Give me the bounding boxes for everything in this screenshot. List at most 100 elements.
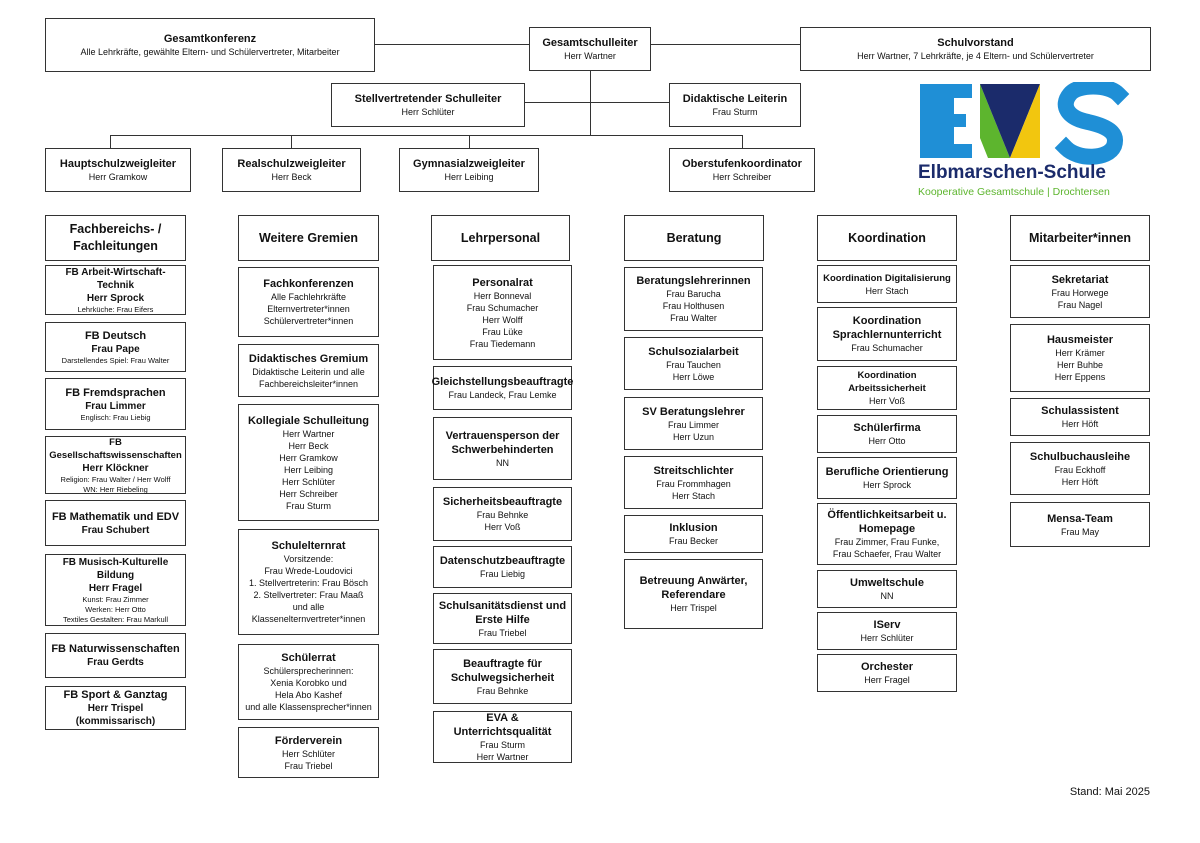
gremium-box: Förderverein Herr Schlüter Frau Triebel bbox=[238, 727, 379, 778]
header-label: Mitarbeiter*innen bbox=[1028, 230, 1132, 245]
koord-box: Koordination Digitalisierung Herr Stach bbox=[817, 265, 957, 303]
lp-title: EVA & Unterrichtsqualität bbox=[453, 712, 552, 738]
ma-title: Schulassistent bbox=[1041, 405, 1119, 417]
fb-note: Englisch: Frau Liebig bbox=[80, 412, 151, 422]
header-lehrpersonal: Lehrpersonal bbox=[431, 215, 570, 261]
ma-title: Schulbuchausleihe bbox=[1029, 450, 1131, 463]
connector-zweig-3 bbox=[469, 135, 470, 148]
ma-title: Hausmeister bbox=[1046, 334, 1114, 346]
koord-box: Umweltschule NN bbox=[817, 570, 957, 608]
koord-box: Koordination Sprachlernunterricht Frau S… bbox=[817, 307, 957, 361]
koord-title: Umweltschule bbox=[850, 577, 924, 589]
header-label: Lehrpersonal bbox=[460, 230, 541, 245]
fb-box: FB Deutsch Frau Pape Darstellendes Spiel… bbox=[45, 322, 186, 372]
fb-lead: Herr Trispel (kommissarisch) bbox=[75, 703, 156, 727]
lp-title: Personalrat bbox=[472, 276, 533, 289]
gremium-line: Frau Triebel bbox=[284, 760, 333, 771]
beratung-line: Frau Tauchen bbox=[666, 359, 721, 370]
connector-zweig-4 bbox=[742, 135, 743, 148]
koord-box: Berufliche Orientierung Herr Sprock bbox=[817, 457, 957, 499]
beratung-box: Streitschlichter Frau Frommhagen Herr St… bbox=[624, 456, 763, 509]
fb-title: FB Naturwissenschaften bbox=[51, 643, 180, 655]
beratung-line: Frau Walter bbox=[670, 313, 717, 323]
lp-box: Sicherheitsbeauftragte Frau Behnke Herr … bbox=[433, 487, 572, 541]
lp-box: Vertrauensperson der Schwerbehinderten N… bbox=[433, 417, 572, 480]
lp-line: Frau Landeck, Frau Lemke bbox=[448, 390, 557, 400]
koord-line: Frau Zimmer, Frau Funke, bbox=[834, 537, 940, 547]
fb-box: FB Mathematik und EDV Frau Schubert bbox=[45, 500, 186, 546]
fb-title: FB Musisch-Kulturelle Bildung bbox=[62, 556, 169, 581]
gesamtschulleiter-title: Gesamtschulleiter bbox=[542, 37, 638, 49]
gremium-line: Alle Fachlehrkräfte bbox=[270, 292, 347, 302]
gremium-line: Herr Schreiber bbox=[279, 488, 338, 499]
schulvorstand-title: Schulvorstand bbox=[937, 37, 1014, 49]
zweig-sub: Herr Leibing bbox=[444, 172, 494, 182]
koord-title: IServ bbox=[873, 619, 901, 631]
gesamtkonferenz-title: Gesamtkonferenz bbox=[163, 33, 257, 45]
gremium-line: und alle Klassensprecher*innen bbox=[245, 702, 372, 712]
gremium-line: Herr Beck bbox=[288, 440, 329, 451]
connector-zweige-h bbox=[110, 135, 743, 136]
koord-title: Orchester bbox=[861, 661, 913, 673]
lp-title: Vertrauensperson der Schwerbehinderten bbox=[445, 429, 560, 456]
lp-box: Datenschutzbeauftragte Frau Liebig bbox=[433, 546, 572, 588]
beratung-line: Frau Frommhagen bbox=[656, 478, 731, 489]
lp-title: Datenschutzbeauftragte bbox=[439, 555, 566, 567]
lp-title: Sicherheitsbeauftragte bbox=[442, 496, 563, 508]
gremium-line: Klassenelternvertreter*innen bbox=[251, 614, 366, 624]
schulvorstand-sub: Herr Wartner, 7 Lehrkräfte, je 4 Eltern-… bbox=[857, 51, 1094, 61]
fb-lead: Frau Gerdts bbox=[87, 657, 144, 668]
koord-title: Koordination Sprachlernunterricht bbox=[832, 315, 942, 341]
lp-line: Frau Behnke bbox=[476, 685, 529, 696]
ma-title: Sekretariat bbox=[1051, 273, 1109, 286]
ma-line: Herr Eppens bbox=[1054, 372, 1106, 382]
fb-lead: Herr Klöckner bbox=[82, 462, 149, 474]
logo-name: Elbmarschen-Schule bbox=[918, 162, 1106, 183]
lp-line: Frau Triebel bbox=[478, 627, 527, 638]
gremium-box: Didaktisches Gremium Didaktische Leiteri… bbox=[238, 344, 379, 397]
fb-box: FB Arbeit-Wirtschaft-Technik Herr Sprock… bbox=[45, 265, 186, 315]
koord-line: Herr Stach bbox=[865, 285, 909, 296]
lp-line: Frau Tiedemann bbox=[469, 338, 536, 349]
koord-line: Herr Voß bbox=[868, 396, 905, 406]
koord-title: Koordination Arbeitssicherheit bbox=[848, 370, 926, 394]
koord-title: Öffentlichkeitsarbeit u. Homepage bbox=[827, 509, 947, 535]
ma-line: Herr Buhbe bbox=[1056, 360, 1104, 370]
gremium-box: Schülerrat Schülersprecherinnen: Xenia K… bbox=[238, 644, 379, 720]
gremium-line: Fachbereichsleiter*innen bbox=[258, 378, 359, 389]
lp-line: Frau Liebig bbox=[479, 569, 526, 579]
koord-title: Koordination Digitalisierung bbox=[823, 272, 951, 284]
gremium-line: und alle bbox=[292, 602, 325, 612]
header-fachbereiche: Fachbereichs- / Fachleitungen bbox=[45, 215, 186, 261]
zweig-hauptschule-box: Hauptschulzweigleiter Herr Gramkow bbox=[45, 148, 191, 192]
fb-title: FB Arbeit-Wirtschaft-Technik bbox=[65, 266, 166, 291]
gremium-line: Xenia Korobko und bbox=[270, 678, 347, 688]
lp-box: EVA & Unterrichtsqualität Frau Sturm Her… bbox=[433, 711, 572, 763]
beratung-line: Frau Holthusen bbox=[662, 301, 725, 311]
koord-line: Frau Schumacher bbox=[851, 343, 923, 353]
beratung-title: Beratungslehrerinnen bbox=[636, 275, 751, 287]
header-koordination: Koordination bbox=[817, 215, 957, 261]
gremium-title: Didaktisches Gremium bbox=[248, 352, 369, 365]
ma-line: Frau Nagel bbox=[1057, 299, 1103, 310]
beratung-title: Inklusion bbox=[669, 522, 718, 534]
fb-box: FB Musisch-Kulturelle Bildung Herr Frage… bbox=[45, 554, 186, 626]
zweig-realschule-box: Realschulzweigleiter Herr Beck bbox=[222, 148, 361, 192]
gremium-line: 1. Stellvertreterin: Frau Bösch bbox=[248, 578, 369, 588]
stellvertreter-sub: Herr Schlüter bbox=[401, 107, 455, 117]
didaktische-leiterin-box: Didaktische Leiterin Frau Sturm bbox=[669, 83, 801, 127]
gremium-title: Kollegiale Schulleitung bbox=[247, 414, 370, 427]
header-gremien: Weitere Gremien bbox=[238, 215, 379, 261]
beratung-line: Frau Becker bbox=[668, 536, 719, 546]
lp-line: Frau Behnke bbox=[476, 510, 529, 520]
lp-line: Frau Sturm bbox=[479, 740, 525, 750]
fb-title: FB Deutsch bbox=[84, 329, 147, 342]
zweig-title: Hauptschulzweigleiter bbox=[59, 158, 177, 170]
koord-title: Schülerfirma bbox=[853, 422, 921, 434]
ma-box: Sekretariat Frau Horwege Frau Nagel bbox=[1010, 265, 1150, 318]
gremium-title: Schülerrat bbox=[281, 652, 336, 664]
beratung-box: Inklusion Frau Becker bbox=[624, 515, 763, 553]
header-beratung: Beratung bbox=[624, 215, 764, 261]
header-label: Koordination bbox=[848, 230, 926, 245]
gremium-box: Kollegiale Schulleitung Herr Wartner Her… bbox=[238, 404, 379, 521]
